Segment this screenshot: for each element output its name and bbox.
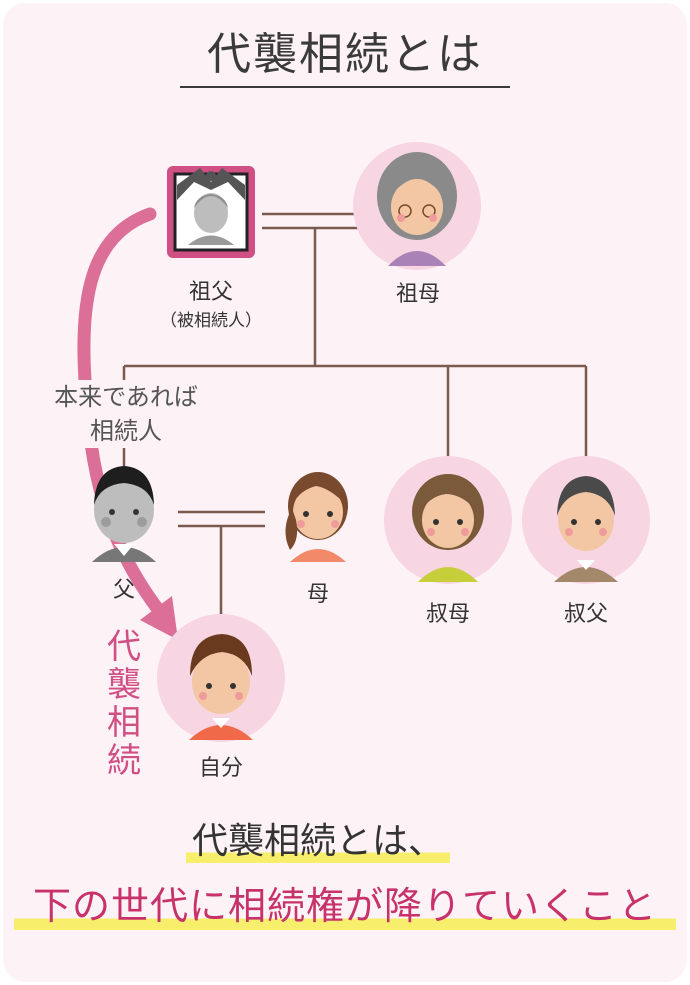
succession-arrowhead [140, 596, 178, 640]
father-label: 父 [112, 578, 135, 603]
tree-connectors [122, 228, 588, 470]
grandfather-portrait [167, 166, 255, 258]
mother-label: 母 [306, 582, 329, 607]
uncle-figure [522, 456, 650, 584]
mother-figure [285, 472, 348, 562]
vertical-char: 襲 [107, 665, 141, 705]
daishu-vertical-label: 代 襲 相 続 [104, 628, 144, 780]
marriage-line-grandparents [262, 212, 365, 230]
vertical-char: 代 [107, 627, 141, 667]
uncle-label: 叔父 [563, 602, 608, 627]
vertical-char: 相 [107, 703, 141, 743]
title-underline [180, 86, 510, 88]
page-title: 代襲相続とは [207, 29, 483, 80]
grandmother-figure [353, 142, 481, 270]
self-figure [157, 614, 285, 742]
aunt-figure [384, 456, 512, 584]
annotation-line2: 相続人 [26, 414, 226, 448]
marriage-line-parents [178, 510, 265, 620]
grandfather-label: 祖父 [188, 280, 233, 305]
caption-line1: 代襲相続とは、 [186, 820, 451, 868]
self-label: 自分 [198, 756, 243, 781]
annotation-original-heir: 本来であれば 相続人 [26, 380, 226, 448]
vertical-char: 続 [107, 741, 141, 781]
annotation-line1: 本来であれば [26, 380, 226, 414]
aunt-label: 叔母 [425, 602, 470, 627]
father-figure [92, 466, 156, 562]
grandfather-note: （被相続人） [160, 311, 262, 331]
caption-line2: 下の世代に相続権が降りていくこと [14, 882, 676, 934]
grandmother-label: 祖母 [395, 282, 440, 307]
